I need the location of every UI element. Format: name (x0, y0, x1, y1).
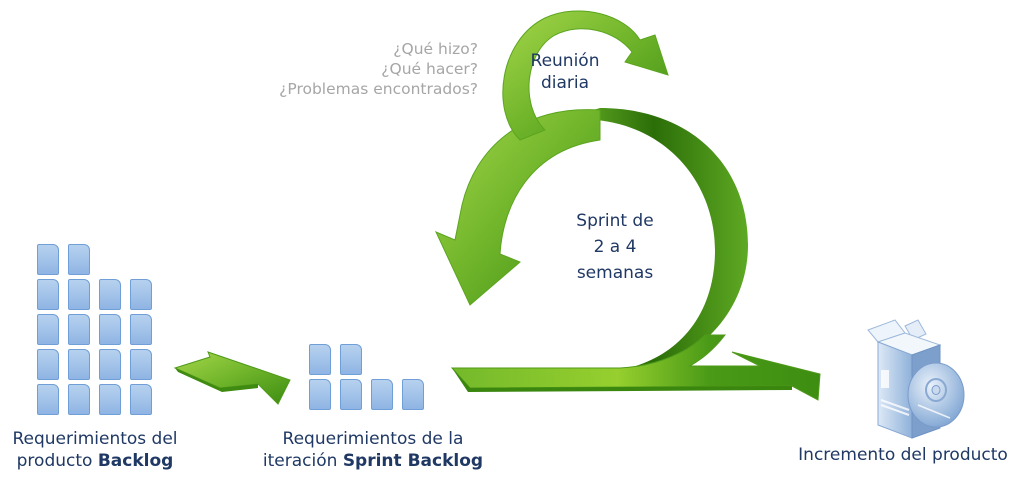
question-3: ¿Problemas encontrados? (279, 80, 478, 98)
product-backlog-card (130, 349, 152, 380)
product-backlog-card (99, 349, 121, 380)
product-backlog-card (130, 384, 152, 415)
product-backlog-cards (37, 244, 157, 419)
daily-meeting-label: Reunión diaria (515, 50, 615, 94)
sprint-backlog-bold: Sprint Backlog (342, 451, 484, 471)
arrow-backlog-to-sprint (173, 351, 291, 405)
product-backlog-card (37, 384, 59, 415)
product-backlog-card (68, 279, 90, 310)
sprint-line1: Sprint de (576, 211, 654, 231)
sprint-backlog-label: Requerimientos de la iteración Sprint Ba… (262, 428, 484, 472)
sprint-backlog-prefix: iteración (262, 451, 338, 471)
sprint-backlog-line2: iteración Sprint Backlog (262, 450, 484, 472)
sprint-label: Sprint de 2 a 4 semanas (560, 208, 670, 286)
question-1: ¿Qué hizo? (393, 40, 478, 58)
product-backlog-line2: producto Backlog (0, 450, 190, 472)
increment-label: Incremento del producto (798, 445, 1008, 465)
product-backlog-card (68, 349, 90, 380)
question-2: ¿Qué hacer? (381, 60, 478, 78)
sprint-backlog-card (371, 379, 393, 410)
product-backlog-card (68, 314, 90, 345)
product-backlog-line1: Requerimientos del (12, 429, 178, 449)
sprint-loop-arrow (434, 108, 821, 401)
sprint-backlog-line1: Requerimientos de la (282, 429, 464, 449)
product-backlog-bold: Backlog (97, 451, 174, 471)
product-backlog-card (37, 314, 59, 345)
sprint-backlog-card (340, 379, 362, 410)
sprint-backlog-card (309, 379, 331, 410)
product-backlog-card (99, 279, 121, 310)
product-backlog-card (99, 314, 121, 345)
product-backlog-card (37, 279, 59, 310)
sprint-line2: 2 a 4 (593, 237, 637, 257)
product-backlog-card (130, 279, 152, 310)
product-backlog-card (68, 384, 90, 415)
product-backlog-card (68, 244, 90, 275)
daily-meeting-line2: diaria (540, 73, 590, 93)
sprint-backlog-cards (309, 344, 429, 414)
product-backlog-prefix: producto (16, 451, 93, 471)
sprint-backlog-card (402, 379, 424, 410)
product-backlog-card (37, 244, 59, 275)
daily-meeting-arrow (502, 10, 669, 141)
product-backlog-card (99, 384, 121, 415)
sprint-backlog-card (309, 344, 331, 375)
sprint-line3: semanas (576, 263, 654, 283)
product-backlog-label: Requerimientos del producto Backlog (0, 428, 190, 472)
daily-questions: ¿Qué hizo? ¿Qué hacer? ¿Problemas encont… (260, 39, 478, 99)
product-backlog-card (37, 349, 59, 380)
product-backlog-card (130, 314, 152, 345)
sprint-backlog-card (340, 344, 362, 375)
daily-meeting-line1: Reunión (530, 51, 600, 71)
